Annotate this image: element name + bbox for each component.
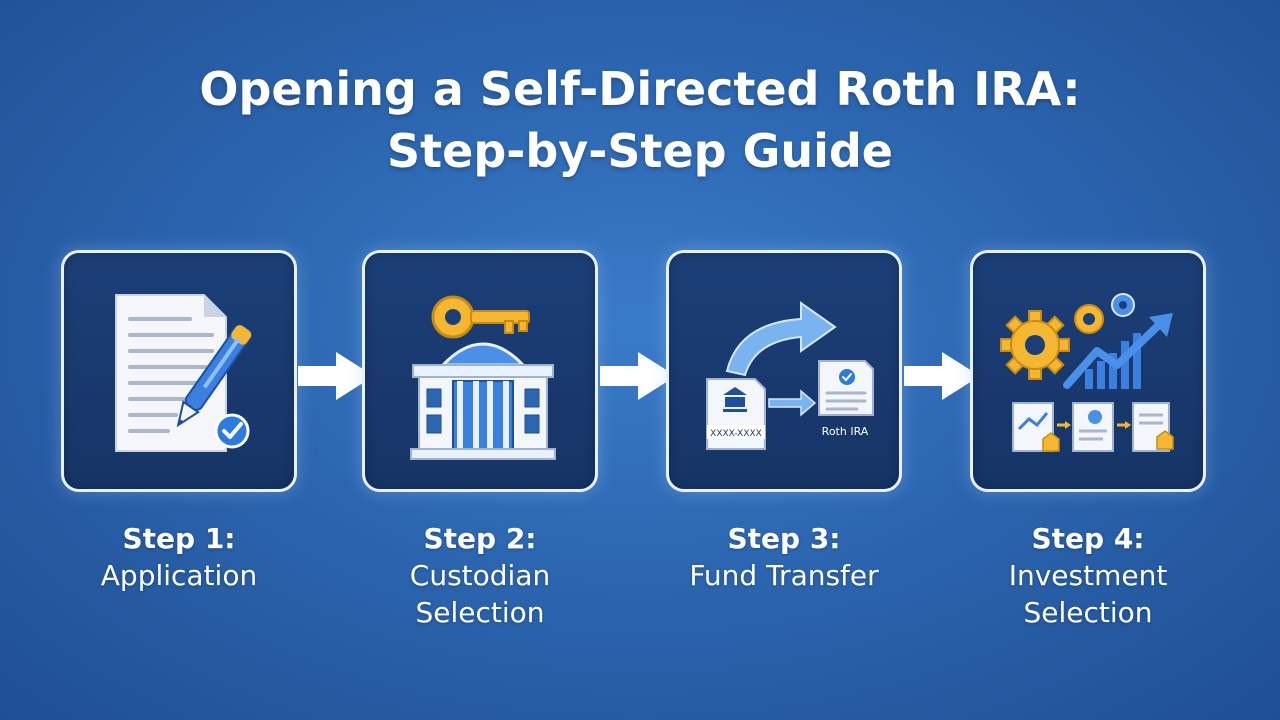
step-4-label: Step 4: Investment Selection: [938, 520, 1238, 631]
title-line-1: Opening a Self-Directed Roth IRA:: [199, 62, 1081, 116]
account-number-text: XXXX-XXXX: [710, 429, 762, 439]
step-4-card: [970, 250, 1206, 492]
page-title: Opening a Self-Directed Roth IRA: Step-b…: [0, 58, 1280, 182]
step-name: Fund Transfer: [689, 559, 879, 592]
step-name: Application: [100, 559, 258, 592]
arrow-right-icon: [600, 352, 676, 400]
step-number: Step 2:: [423, 522, 537, 555]
gears-growth-icon: [1000, 293, 1174, 452]
arrow-right-icon: [298, 352, 374, 400]
bank-key-icon: [410, 295, 556, 460]
step-name: Investment Selection: [1008, 559, 1168, 629]
step-3-label: Step 3: Fund Transfer: [634, 520, 934, 594]
step-3-card: XXXX-XXXX Roth IRA: [666, 250, 902, 492]
step-1-label: Step 1: Application: [29, 520, 329, 594]
title-line-2: Step-by-Step Guide: [387, 124, 893, 178]
step-number: Step 4:: [1031, 522, 1145, 555]
step-2-card: [362, 250, 598, 492]
step-1-card: [61, 250, 297, 492]
step-name: Custodian Selection: [409, 559, 551, 629]
step-number: Step 3:: [727, 522, 841, 555]
step-2-label: Step 2: Custodian Selection: [330, 520, 630, 631]
document-pen-icon: [115, 294, 252, 452]
step-number: Step 1:: [122, 522, 236, 555]
transfer-icon: XXXX-XXXX Roth IRA: [706, 301, 874, 450]
roth-ira-text: Roth IRA: [822, 425, 869, 438]
arrow-right-icon: [904, 352, 980, 400]
